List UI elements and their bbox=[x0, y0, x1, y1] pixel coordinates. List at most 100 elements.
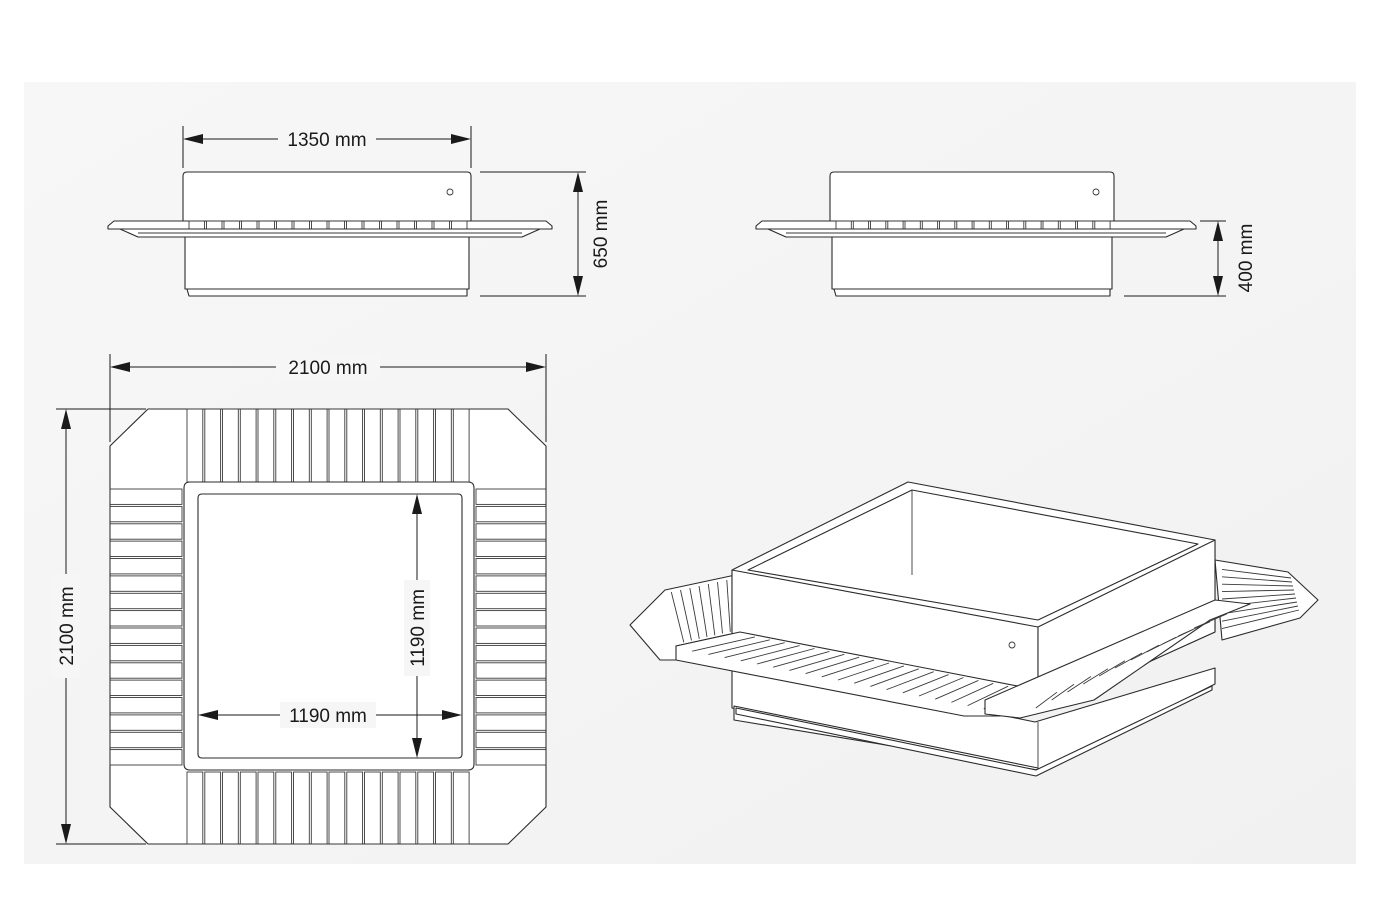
iso-slat bbox=[726, 579, 731, 632]
iso-slat bbox=[724, 642, 785, 659]
plan-slat-left bbox=[109, 662, 183, 679]
plan-slat-bottom bbox=[204, 771, 222, 845]
iso-slat bbox=[1098, 660, 1126, 677]
plan-slat-bottom bbox=[417, 771, 435, 845]
iso-slat bbox=[680, 589, 692, 641]
plan-slat-left bbox=[109, 540, 183, 557]
plan-slat-right bbox=[475, 749, 547, 766]
plan-slat-left bbox=[109, 488, 183, 505]
iso-slat bbox=[1221, 583, 1294, 587]
iso-slat bbox=[1194, 613, 1228, 629]
iso-slat bbox=[967, 685, 1009, 707]
plan-slat-left bbox=[109, 749, 183, 766]
iso-slat bbox=[951, 682, 994, 703]
plan-slat-left bbox=[109, 627, 183, 644]
plan-slat-bottom bbox=[257, 771, 275, 845]
iso-slat bbox=[935, 679, 979, 700]
iso-slat bbox=[707, 583, 716, 636]
plan-slat-right bbox=[475, 662, 547, 679]
iso-slat bbox=[918, 677, 964, 697]
dim-inner-width-label: 1190 mm bbox=[289, 706, 367, 727]
plan-slat-left bbox=[109, 505, 183, 523]
plan-slat-right bbox=[475, 558, 547, 575]
iso-slat bbox=[870, 668, 919, 687]
plan-slat-right bbox=[475, 523, 547, 540]
dim-front-width-label: 1350 mm bbox=[287, 130, 366, 151]
iso-slat bbox=[789, 653, 845, 671]
plan-slat-right bbox=[475, 488, 547, 505]
plan-slat-bottom bbox=[293, 771, 310, 845]
plan-slat-bottom bbox=[239, 771, 257, 845]
plan-slat-bottom bbox=[452, 771, 470, 845]
side-elevation-view bbox=[755, 171, 1197, 297]
dimension-lines bbox=[52, 126, 1226, 845]
iso-slat bbox=[1221, 609, 1300, 630]
iso-slat bbox=[1067, 676, 1092, 693]
plan-slat-bottom bbox=[222, 771, 239, 845]
plan-slat-right bbox=[475, 731, 547, 749]
iso-slat bbox=[717, 581, 723, 634]
iso-slat bbox=[689, 587, 700, 639]
plan-slat-right bbox=[475, 679, 547, 696]
plan-slat-left bbox=[109, 731, 183, 749]
plan-slat-left bbox=[109, 523, 183, 540]
iso-slat bbox=[698, 585, 708, 638]
isometric-view bbox=[629, 481, 1319, 777]
iso-slat bbox=[1221, 568, 1292, 579]
plan-slat-left bbox=[109, 679, 183, 696]
iso-slat bbox=[1221, 593, 1296, 600]
plan-slat-right bbox=[475, 627, 547, 644]
dim-seat-height-label: 400 mm bbox=[1236, 224, 1257, 293]
iso-slat bbox=[670, 591, 685, 643]
dim-overall-depth-label: 2100 mm bbox=[57, 586, 78, 665]
iso-slat bbox=[1114, 652, 1143, 669]
iso-slat bbox=[821, 659, 875, 678]
plan-slat-left bbox=[109, 610, 183, 627]
iso-slat bbox=[805, 656, 860, 675]
plan-slat-right bbox=[475, 644, 547, 662]
plan-slat-bottom bbox=[310, 771, 328, 845]
plan-slat-left bbox=[109, 558, 183, 575]
plan-slat-right bbox=[475, 714, 547, 731]
iso-slat bbox=[1130, 644, 1160, 661]
iso-slat bbox=[886, 671, 934, 691]
iso-slat bbox=[902, 674, 949, 694]
iso-slat bbox=[1221, 576, 1293, 583]
plan-slat-bottom bbox=[186, 771, 204, 845]
iso-slat bbox=[1221, 589, 1295, 593]
iso-slat bbox=[1051, 683, 1075, 701]
plan-slat-left bbox=[109, 714, 183, 731]
front-elevation-view bbox=[107, 171, 553, 297]
plan-slat-bottom bbox=[328, 771, 346, 845]
plan-slat-right bbox=[475, 592, 547, 610]
top-plan-view bbox=[109, 408, 547, 845]
plan-slat-bottom bbox=[435, 771, 452, 845]
plan-slat-right bbox=[475, 575, 547, 592]
iso-slat bbox=[1221, 601, 1298, 615]
plan-slat-bottom bbox=[399, 771, 417, 845]
iso-slat bbox=[854, 665, 905, 684]
iso-slat bbox=[708, 639, 770, 655]
dim-overall-width-label: 2100 mm bbox=[288, 358, 367, 379]
iso-slat bbox=[1178, 621, 1211, 637]
plan-slat-right bbox=[475, 540, 547, 557]
plan-slat-right bbox=[475, 697, 547, 714]
plan-slat-bottom bbox=[364, 771, 381, 845]
iso-slat bbox=[740, 645, 800, 662]
plan-slat-right bbox=[475, 610, 547, 627]
plan-slat-right bbox=[475, 505, 547, 523]
plan-slat-left bbox=[109, 575, 183, 592]
iso-slat bbox=[1221, 605, 1299, 622]
dim-inner-height-label: 1190 mm bbox=[408, 589, 429, 667]
iso-slat bbox=[837, 662, 890, 681]
iso-slat bbox=[773, 650, 830, 668]
plan-slat-bottom bbox=[275, 771, 293, 845]
plan-slat-bottom bbox=[381, 771, 399, 845]
iso-slat bbox=[1083, 668, 1109, 685]
iso-slat bbox=[1035, 691, 1058, 709]
plan-slat-left bbox=[109, 592, 183, 610]
iso-slat bbox=[756, 648, 815, 665]
dim-total-height-label: 650 mm bbox=[591, 200, 612, 269]
